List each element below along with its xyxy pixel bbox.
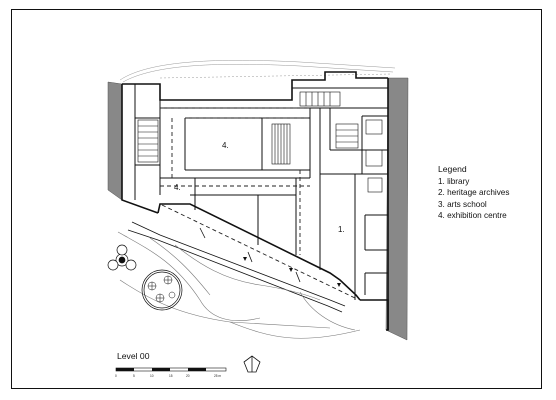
legend-item: 1. library (438, 177, 470, 186)
landscape-paths (117, 231, 361, 339)
scale-tick: 10 (150, 374, 154, 378)
entrance-markers (243, 257, 341, 287)
scale-tick: 5 (133, 374, 135, 378)
room-label-exhibition-upper: 4. (222, 141, 229, 150)
legend-item: 2. heritage archives (438, 188, 510, 198)
legend-title: Legend (438, 164, 467, 174)
legend: Legend 1. library 2. heritage archives 3… (438, 163, 509, 221)
north-arrow-icon (243, 355, 261, 373)
sheet-border (11, 9, 542, 389)
room-label-exhibition-lower: 4. (174, 183, 181, 192)
building-outline (121, 71, 389, 331)
legend-item: 3. arts school (438, 199, 487, 209)
site-context-lines (119, 60, 396, 83)
legend-item: 4. exhibition centre (438, 210, 507, 220)
scale-tick: 20 (186, 374, 190, 378)
staircases (137, 91, 383, 193)
sculpture-feature (107, 244, 137, 271)
scale-tick: 25 m (214, 374, 221, 378)
scale-tick: 0 (115, 374, 117, 378)
interior-walls (134, 84, 388, 300)
scale-tick: 15 (169, 374, 173, 378)
room-label-library: 1. (338, 225, 345, 234)
exterior-ramp (127, 221, 346, 313)
scale-bar: 0 5 10 15 20 25 m (115, 367, 227, 378)
structural-grid (160, 107, 356, 299)
level-label: Level 00 (117, 351, 150, 361)
adjacent-structures (107, 77, 409, 341)
circular-planter (141, 269, 183, 311)
